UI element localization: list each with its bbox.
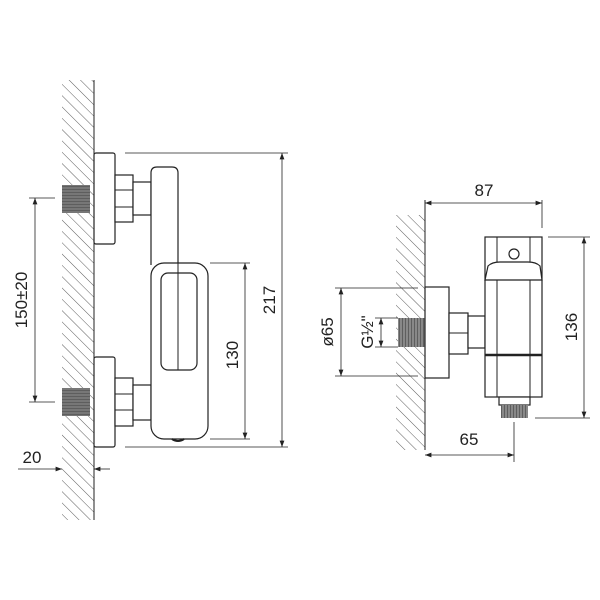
body-side <box>484 236 543 398</box>
outlet-stub <box>498 396 531 406</box>
dim-label-dia65: ø65 <box>318 317 337 346</box>
side-view: 87 136 65 ø65 G½" <box>318 181 590 462</box>
dim-label-87: 87 <box>475 181 494 200</box>
wall-hatch <box>62 80 94 520</box>
dim-label-136: 136 <box>562 313 581 341</box>
dim-label-20: 20 <box>23 448 42 467</box>
dim-label-150: 150±20 <box>12 272 31 329</box>
connector-bottom <box>132 384 152 421</box>
wall-plate-top <box>93 152 116 245</box>
body-window <box>160 272 198 371</box>
wall-plate-bottom <box>93 356 116 448</box>
lever-handle <box>150 166 179 265</box>
dim-label-130: 130 <box>223 341 242 369</box>
hex-nut-bottom <box>114 377 134 427</box>
lever-cap-side <box>484 261 543 281</box>
inlet-thread-side <box>398 318 425 347</box>
dim-label-217: 217 <box>260 286 279 314</box>
outlet-thread <box>501 405 528 418</box>
hex-nut-top <box>114 174 134 223</box>
connector-top <box>132 181 152 216</box>
lever-pivot <box>508 248 520 260</box>
dim-label-65: 65 <box>460 430 479 449</box>
front-view: 217 130 150±20 20 <box>12 80 288 520</box>
inlet-thread-top <box>62 185 90 213</box>
wall-plate-side <box>424 286 450 379</box>
inlet-thread-bottom <box>62 388 90 416</box>
dim-label-thread: G½" <box>358 315 377 348</box>
connector-side <box>467 315 486 349</box>
